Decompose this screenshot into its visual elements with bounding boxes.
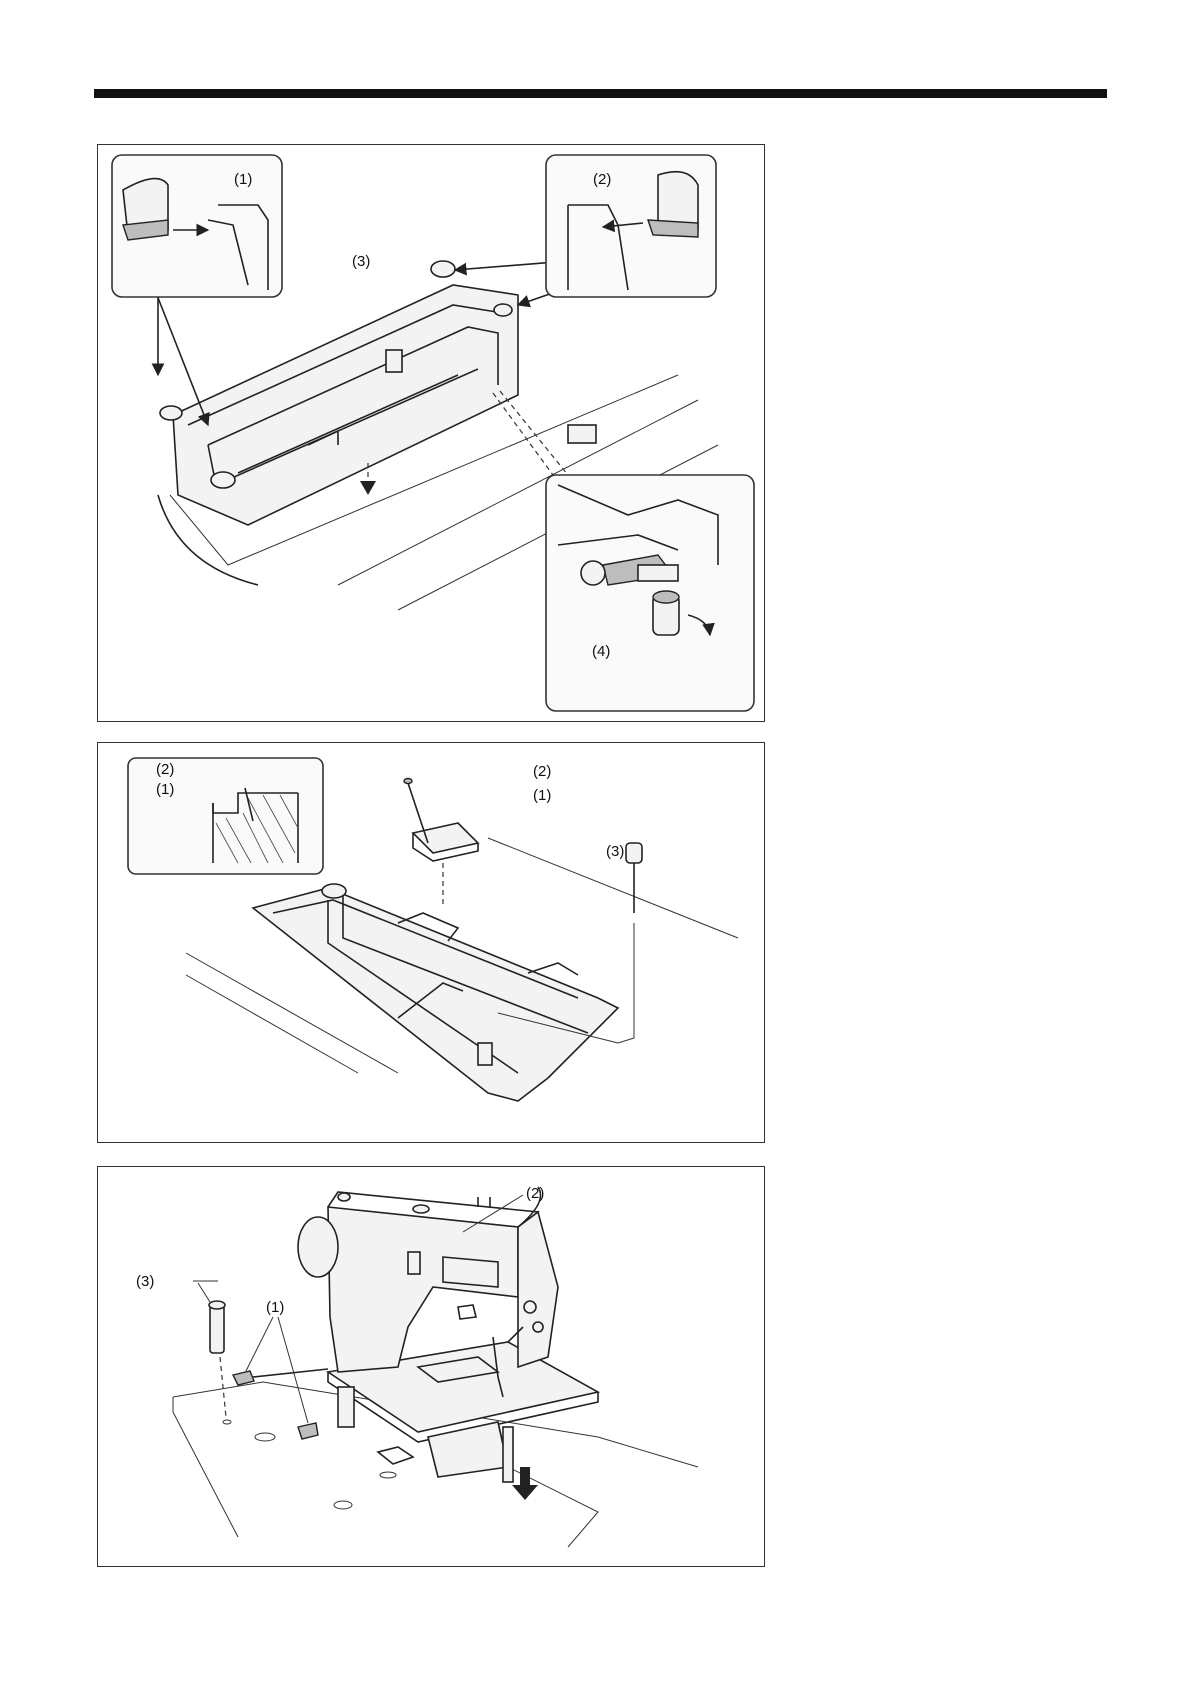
figure-machine-head-installation: (2) (3) (1) [97, 1166, 765, 1567]
inset-callout-label: (2) [156, 761, 174, 778]
callout-label: (1) [533, 787, 551, 804]
sewing-machine-illustration [98, 1167, 766, 1568]
callout-label: (1) [234, 171, 252, 188]
table-cutout-illustration [98, 743, 766, 1144]
header-rule [94, 89, 1107, 98]
callout-label: (2) [533, 763, 551, 780]
callout-label: (2) [526, 1185, 544, 1202]
callout-label: (3) [136, 1273, 154, 1290]
callout-label: (3) [352, 253, 370, 270]
callout-label: (1) [266, 1299, 284, 1316]
inset-callout-label: (1) [156, 781, 174, 798]
oil-pan-illustration [98, 145, 766, 723]
callout-label: (2) [593, 171, 611, 188]
figure-head-support-installation: (2) (1) (2) (1) (3) [97, 742, 765, 1143]
callout-label: (4) [592, 643, 610, 660]
figure-oil-pan-installation: (1) (2) (3) (4) [97, 144, 765, 722]
callout-label: (3) [606, 843, 624, 860]
